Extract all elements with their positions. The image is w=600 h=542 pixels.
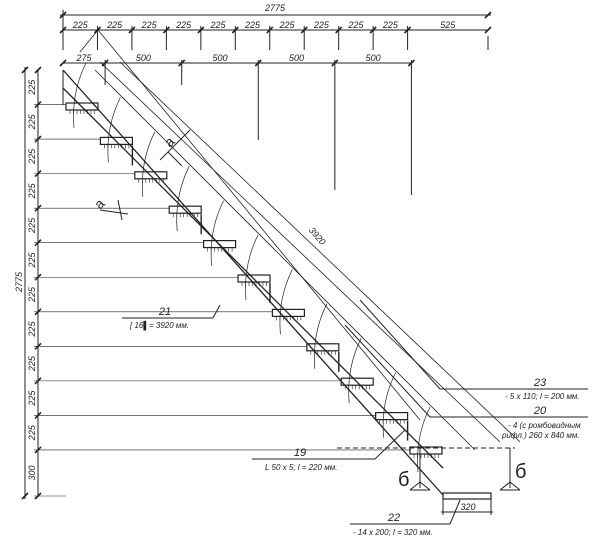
- plate-width-dim: 320: [460, 502, 475, 512]
- spacing-dim: 500: [289, 53, 304, 63]
- stringer-line: [94, 69, 476, 451]
- left-step-dim: 225: [27, 182, 37, 199]
- tread: [237, 274, 271, 283]
- handrail-line: [97, 29, 421, 421]
- callout-23-spec: - 5 x 110; l = 200 мм.: [505, 392, 580, 401]
- section-mark-b-left: б: [398, 469, 409, 491]
- top-total-dim: 2775: [264, 3, 286, 13]
- callout-20-spec-line2: рифл.) 260 x 840 мм.: [501, 431, 580, 440]
- stringer-line: [99, 61, 501, 443]
- strut: [73, 62, 87, 129]
- top-step-dim: 225: [347, 20, 364, 30]
- callout-19-spec: L 50 x 5; l = 220 мм.: [265, 463, 337, 472]
- base-plate: [442, 492, 492, 500]
- stringer-length-dim: 3920: [307, 225, 328, 247]
- top-step-dim: 225: [141, 20, 158, 30]
- tread: [409, 446, 443, 455]
- callout-20-number: 20: [533, 405, 547, 417]
- top-step-dim: 225: [175, 20, 192, 30]
- left-step-dim: 225: [27, 251, 37, 268]
- strut: [417, 406, 431, 473]
- tread: [306, 343, 340, 352]
- left-step-dim: 225: [27, 113, 37, 130]
- left-step-dim: 225: [27, 355, 37, 372]
- tread: [203, 240, 237, 249]
- dimension-lines: 225 225 225 225 225 225 225 225 225 225 525 275 500 5…: [21, 10, 492, 500]
- dim-tick: [484, 11, 492, 19]
- strut: [279, 269, 293, 335]
- tread: [340, 377, 374, 386]
- callout-19-number: 19: [294, 447, 306, 459]
- callout-23-number: 23: [533, 377, 547, 389]
- strut: [382, 372, 396, 438]
- stringer-line: [62, 87, 444, 469]
- dim-tick: [59, 59, 67, 67]
- tread: [65, 102, 99, 111]
- spacing-dim: 275: [76, 53, 93, 63]
- strut: [314, 303, 328, 369]
- top-step-dim: 225: [72, 20, 89, 30]
- left-total-dim: 2775: [14, 271, 24, 293]
- strut: [107, 97, 121, 163]
- top-step-dim: 225: [106, 20, 123, 30]
- left-step-dim: 300: [27, 465, 37, 480]
- stringer-line: [119, 61, 521, 443]
- handrail-leader: [79, 29, 99, 53]
- spacing-dim: 500: [212, 53, 227, 63]
- strut: [142, 131, 156, 197]
- spacing-dim: 500: [366, 53, 381, 63]
- tread: [271, 308, 305, 317]
- top-step-dim: 225: [382, 20, 399, 30]
- callout-22-spec: - 14 x 200; l = 320 мм.: [353, 528, 433, 537]
- tread: [168, 205, 202, 214]
- left-step-dim: 225: [27, 286, 37, 303]
- top-step-dim: 225: [244, 20, 261, 30]
- left-step-dim: 225: [27, 424, 37, 441]
- callout-21-spec: [ 16▌= 3920 мм.: [129, 320, 189, 331]
- top-step-dim: 225: [278, 20, 295, 30]
- left-step-dim: 225: [27, 390, 37, 407]
- stair-structure: [62, 29, 521, 496]
- top-step-dim: 225: [313, 20, 330, 30]
- left-step-dim: 225: [27, 217, 37, 234]
- section-mark-b-right: б: [515, 461, 526, 483]
- left-step-dim: 225: [27, 79, 37, 96]
- callout-22-number: 22: [387, 512, 400, 524]
- dim-tick: [484, 26, 492, 34]
- dim-tick: [21, 492, 29, 500]
- strut: [245, 234, 259, 301]
- left-step-dim: 225: [27, 321, 37, 338]
- strut: [176, 166, 190, 232]
- dim-tick: [21, 66, 29, 74]
- tread: [99, 136, 134, 145]
- tread: [375, 412, 409, 421]
- section-mark-a-lower: а: [91, 195, 108, 212]
- callout-20-spec-line1: - 4 (с ромбовидным: [508, 421, 581, 430]
- dim-tick: [34, 66, 42, 74]
- left-step-dim: 225: [27, 148, 37, 165]
- tread: [134, 171, 168, 180]
- callout-21-number: 21: [158, 306, 171, 318]
- spacing-dim: 500: [136, 53, 151, 63]
- top-step-dim: 525: [440, 20, 456, 30]
- section-mark-a-upper: а: [161, 133, 178, 150]
- top-step-dim: 225: [210, 20, 227, 30]
- strut: [210, 200, 224, 266]
- strut: [348, 338, 362, 404]
